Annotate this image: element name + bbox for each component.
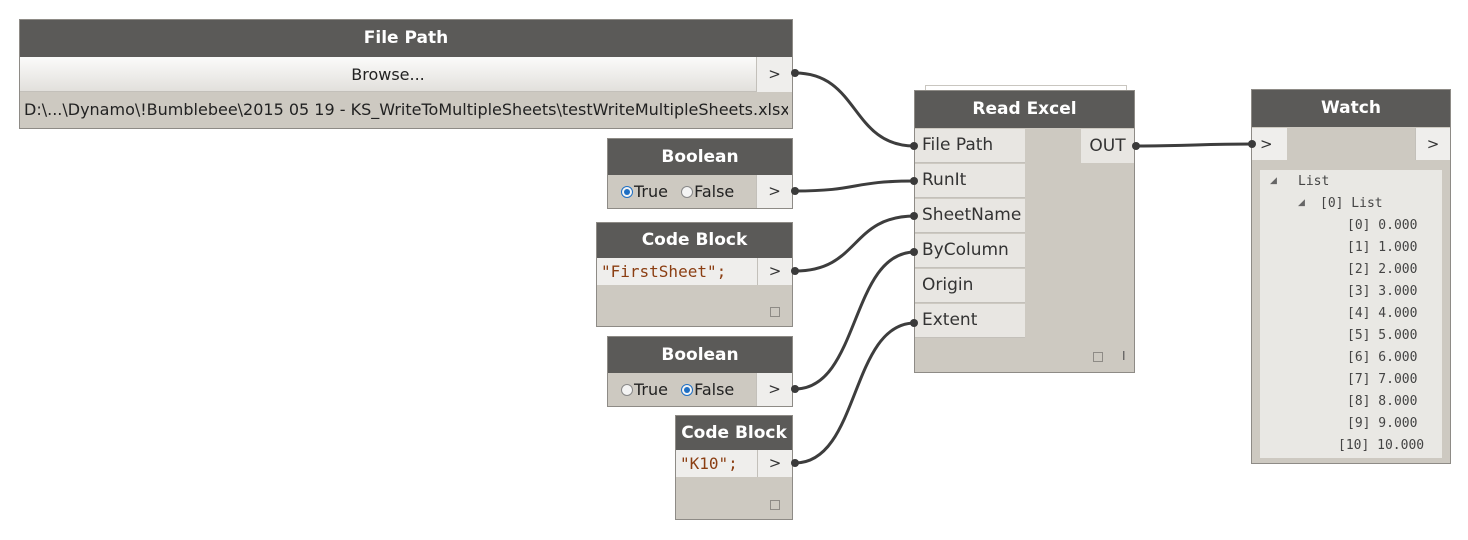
code-block-2-code[interactable]: "K10"; [676,450,757,477]
boolean-2-true-label[interactable]: True [634,380,668,399]
file-path-node[interactable]: File Path Browse... > D:\...\Dynamo\!Bum… [19,19,793,129]
file-path-output-dot[interactable] [791,69,799,77]
watch-node-title[interactable]: Watch [1252,90,1450,127]
tree-sublist-label: [0] List [1320,196,1383,211]
list-item: [7] 7.000 [1347,372,1418,387]
boolean-1-true-label[interactable]: True [634,182,668,201]
boolean-1-false-radio[interactable] [681,186,694,198]
code-block-1-output-dot[interactable] [791,267,799,275]
code-block-node-1[interactable]: Code Block "FirstSheet"; > [596,222,793,327]
input-port-sheetname[interactable]: SheetName [915,199,1025,233]
boolean-node-2-title[interactable]: Boolean [608,337,792,373]
code-block-2-title[interactable]: Code Block [676,416,792,450]
read-excel-lacing-mark: I [1122,349,1126,363]
wire-codeblock2-to-extent[interactable] [794,321,916,465]
input-port-origin[interactable]: Origin [915,269,1025,303]
read-excel-output-dot[interactable] [1132,142,1140,150]
input-port-extent[interactable]: Extent [915,304,1025,338]
code-block-2-output-dot[interactable] [791,459,799,467]
file-path-value: D:\...\Dynamo\!Bumblebee\2015 05 19 - KS… [24,100,788,119]
code-block-1-title[interactable]: Code Block [597,223,792,258]
read-excel-node-shadow [925,85,1127,92]
list-item: [0] 0.000 [1347,218,1418,233]
watch-input-dot[interactable] [1248,140,1256,148]
boolean-1-true-radio[interactable] [621,186,633,198]
code-block-node-2[interactable]: Code Block "K10"; > [675,415,793,520]
wire-boolean1-to-runit[interactable] [794,179,916,193]
tree-root-label: List [1298,174,1330,189]
read-excel-node-title[interactable]: Read Excel [915,91,1134,128]
boolean-2-options: True False [621,373,742,407]
wire-readexcel-to-watch[interactable] [1135,142,1254,148]
read-excel-input-dot-file-path[interactable] [910,142,918,150]
boolean-node-1-title[interactable]: Boolean [608,139,792,175]
wire-codeblock1-to-sheetname[interactable] [794,214,916,273]
read-excel-input-dot-bycolumn[interactable] [910,248,918,256]
code-block-1-resize-icon[interactable] [770,307,780,317]
boolean-1-options: True False [621,175,742,209]
boolean-1-output-dot[interactable] [791,187,799,195]
list-item: [5] 5.000 [1347,328,1418,343]
boolean-2-output-dot[interactable] [791,385,799,393]
list-item: [9] 9.000 [1347,416,1418,431]
list-item: [3] 3.000 [1347,284,1418,299]
watch-output-tree[interactable]: ◢ List ◢ [0] List [0] 0.000 [1] 1.000 [2… [1260,170,1442,458]
list-item: [4] 4.000 [1347,306,1418,321]
input-port-runit[interactable]: RunIt [915,164,1025,198]
code-block-1-output-port[interactable]: > [757,258,792,285]
output-port-out[interactable]: OUT [1081,129,1134,163]
code-block-2-output-port[interactable]: > [757,450,792,477]
read-excel-input-dot-extent[interactable] [910,319,918,327]
tree-sublist-expander-icon[interactable]: ◢ [1298,198,1305,208]
boolean-1-false-label[interactable]: False [694,182,735,201]
boolean-2-false-radio[interactable] [681,384,694,396]
code-block-2-resize-icon[interactable] [770,500,780,510]
list-item: [1] 1.000 [1347,240,1418,255]
watch-output-port[interactable]: > [1415,128,1450,160]
boolean-2-output-port[interactable]: > [756,373,792,406]
boolean-node-1[interactable]: Boolean True False > [607,138,793,209]
watch-node[interactable]: Watch > > ◢ List ◢ [0] List [0] 0.000 [1… [1251,89,1451,464]
boolean-2-true-radio[interactable] [621,384,633,396]
code-block-1-code[interactable]: "FirstSheet"; [597,258,757,285]
list-item: [10] 10.000 [1338,438,1425,453]
wire-boolean2-to-bycolumn[interactable] [794,250,916,391]
boolean-2-false-label[interactable]: False [694,380,735,399]
read-excel-input-dot-runit[interactable] [910,177,918,185]
list-item: [2] 2.000 [1347,262,1418,277]
list-item: [6] 6.000 [1347,350,1418,365]
boolean-1-output-port[interactable]: > [756,175,792,208]
input-port-bycolumn[interactable]: ByColumn [915,234,1025,268]
read-excel-node[interactable]: Read Excel File Path RunIt SheetName ByC… [914,90,1135,373]
read-excel-preview-toggle-icon[interactable] [1093,352,1103,362]
tree-expander-icon[interactable]: ◢ [1270,176,1277,186]
file-path-node-title[interactable]: File Path [20,20,792,57]
read-excel-input-dot-sheetname[interactable] [910,212,918,220]
file-path-output-port[interactable]: > [756,57,792,92]
input-port-file-path[interactable]: File Path [915,129,1025,163]
browse-button[interactable]: Browse... [20,57,756,92]
watch-input-port[interactable]: > [1252,128,1287,160]
boolean-node-2[interactable]: Boolean True False > [607,336,793,407]
list-item: [8] 8.000 [1347,394,1418,409]
wire-filepath-to-readexcel[interactable] [794,71,916,148]
